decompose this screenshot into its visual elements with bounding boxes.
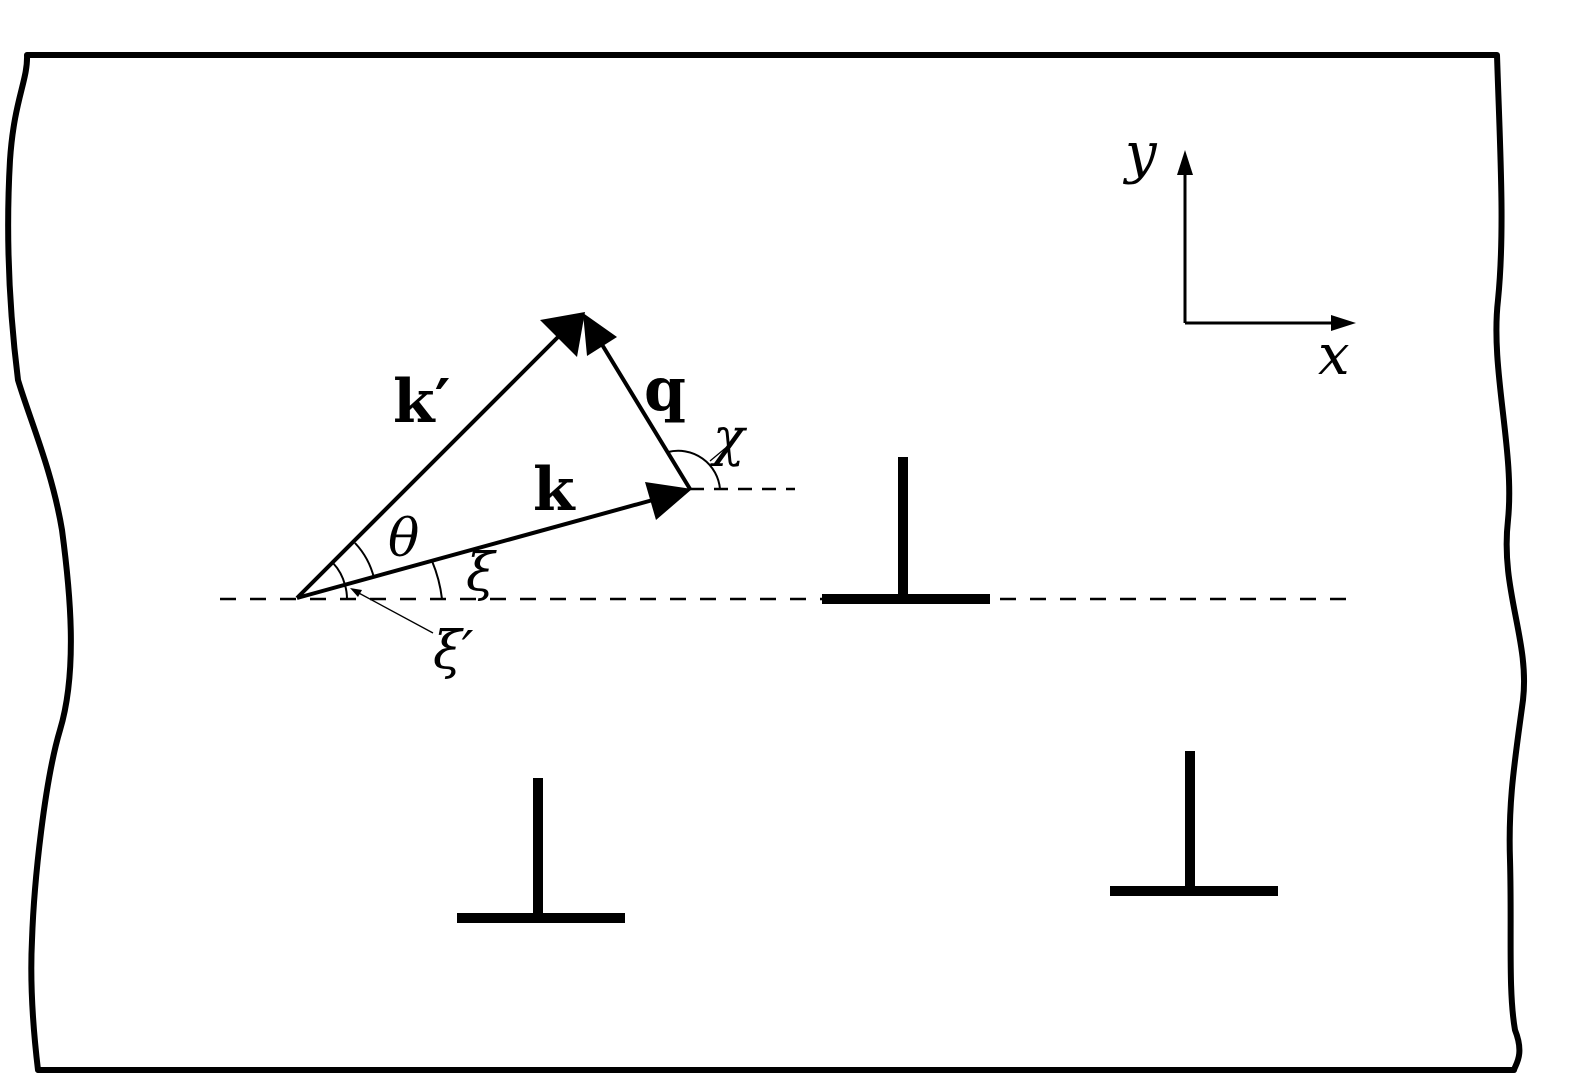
xi-arc bbox=[431, 560, 443, 600]
label-q: q bbox=[644, 355, 686, 425]
label-theta: θ bbox=[388, 509, 419, 569]
dislocation-icon bbox=[822, 457, 990, 604]
xi-prime-arc bbox=[344, 584, 348, 600]
theta-arc bbox=[332, 562, 346, 586]
chi-leader bbox=[709, 445, 729, 462]
vector-k bbox=[296, 482, 692, 600]
dislocation-icon bbox=[457, 778, 625, 923]
axes-indicator bbox=[1177, 150, 1356, 331]
dislocation-icon bbox=[1110, 751, 1278, 896]
label-axis-y: y bbox=[1122, 121, 1158, 186]
arrow-icon bbox=[645, 482, 692, 520]
chi-arc bbox=[667, 449, 721, 490]
crystal-boundary bbox=[5, 52, 1527, 1073]
arrow-icon bbox=[540, 312, 585, 357]
arrow-icon bbox=[1177, 150, 1193, 175]
label-k-prime: k′ bbox=[393, 367, 450, 437]
xi-prime-leader bbox=[354, 590, 434, 634]
label-chi: χ bbox=[709, 408, 748, 468]
vector-q bbox=[583, 313, 692, 491]
label-xi-prime: ξ′ bbox=[433, 621, 474, 681]
theta-arc-outer bbox=[354, 542, 375, 579]
vector-k-prime bbox=[295, 312, 585, 600]
label-xi: ξ bbox=[466, 543, 497, 603]
arrow-icon bbox=[350, 588, 362, 597]
arrow-icon bbox=[1331, 315, 1356, 331]
label-axis-x: x bbox=[1318, 323, 1350, 388]
label-k: k bbox=[533, 455, 576, 525]
arrow-icon bbox=[583, 313, 617, 356]
